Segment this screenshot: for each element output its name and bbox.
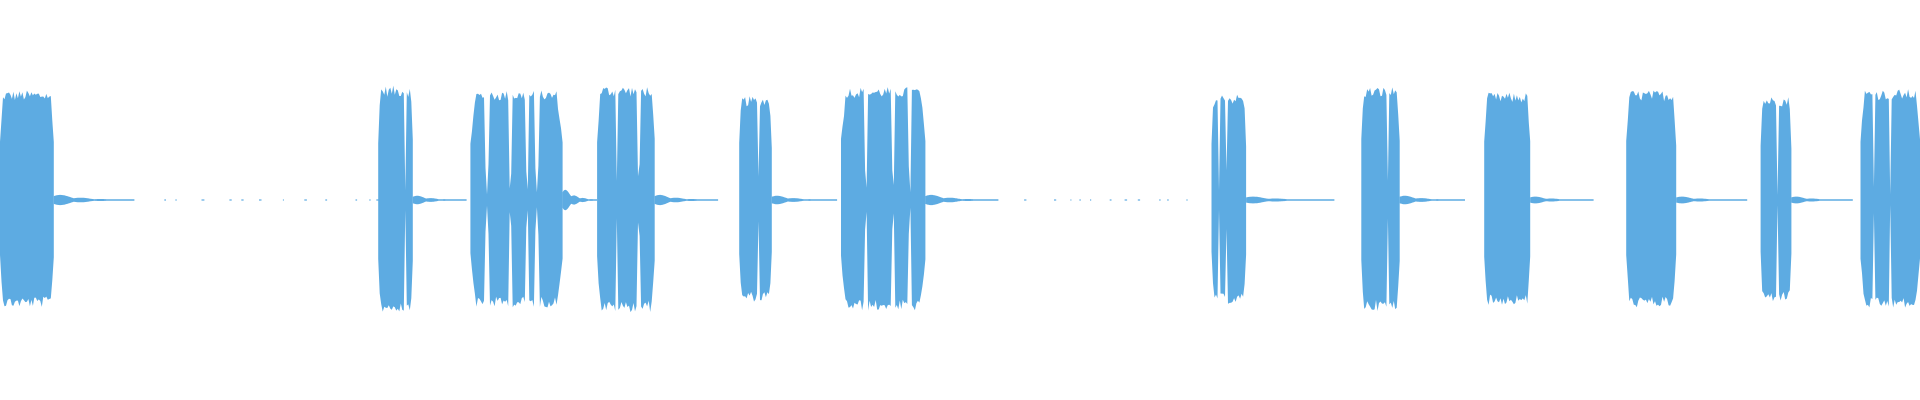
waveform-silence-speck [241,199,244,201]
waveform-silence-speck [1167,199,1169,201]
waveform-silence-speck [369,199,371,201]
waveform-silence-speck [1090,199,1092,201]
waveform-silence-speck [175,199,177,201]
waveform-bursts [0,85,1920,313]
waveform-tail [1791,196,1853,204]
waveform-tail [1399,195,1465,205]
waveform-silence-speck [325,199,328,201]
waveform-silence-speck [201,199,205,201]
waveform-burst [1860,89,1920,308]
waveform-silence-speck [1024,199,1027,201]
waveform-silence-specks [164,199,1188,201]
waveform-tail [654,194,719,206]
waveform-burst [1484,92,1531,305]
waveform-burst [0,90,54,307]
waveform-burst [841,87,926,311]
waveform-silence-speck [304,199,307,201]
waveform-tails [53,189,1853,211]
waveform-silence-speck [164,199,166,201]
waveform-burst [1361,87,1400,312]
waveform-silence-speck [259,199,262,201]
waveform-silence-speck [1070,199,1072,201]
waveform-burst [1211,94,1247,304]
waveform-burst [597,87,655,313]
waveform-tail [1246,196,1335,204]
waveform-burst [470,90,563,308]
waveform-tail [412,195,467,205]
waveform-silence-speck [1124,199,1128,201]
waveform-burst [1760,97,1792,302]
waveform-silence-speck [1079,199,1081,201]
waveform-silence-speck [376,199,379,201]
waveform-tail [771,195,838,205]
waveform-silence-speck [229,199,232,201]
waveform-tail [53,194,135,206]
waveform-silence-speck [1109,199,1112,201]
waveform-burst [378,85,413,312]
waveform-tail [1530,196,1594,204]
waveform-burst [739,96,772,302]
waveform-tail [562,189,598,211]
waveform-silence-speck [1137,199,1141,201]
waveform-silence-speck [1159,199,1161,201]
waveform-silence-speck [1054,199,1057,201]
waveform-tail [1676,196,1748,204]
waveform-burst [1626,90,1677,308]
waveform-tail [925,194,999,206]
waveform-silence-speck [1186,199,1188,201]
waveform-silence-speck [355,199,358,201]
waveform-silence-speck [282,199,284,201]
